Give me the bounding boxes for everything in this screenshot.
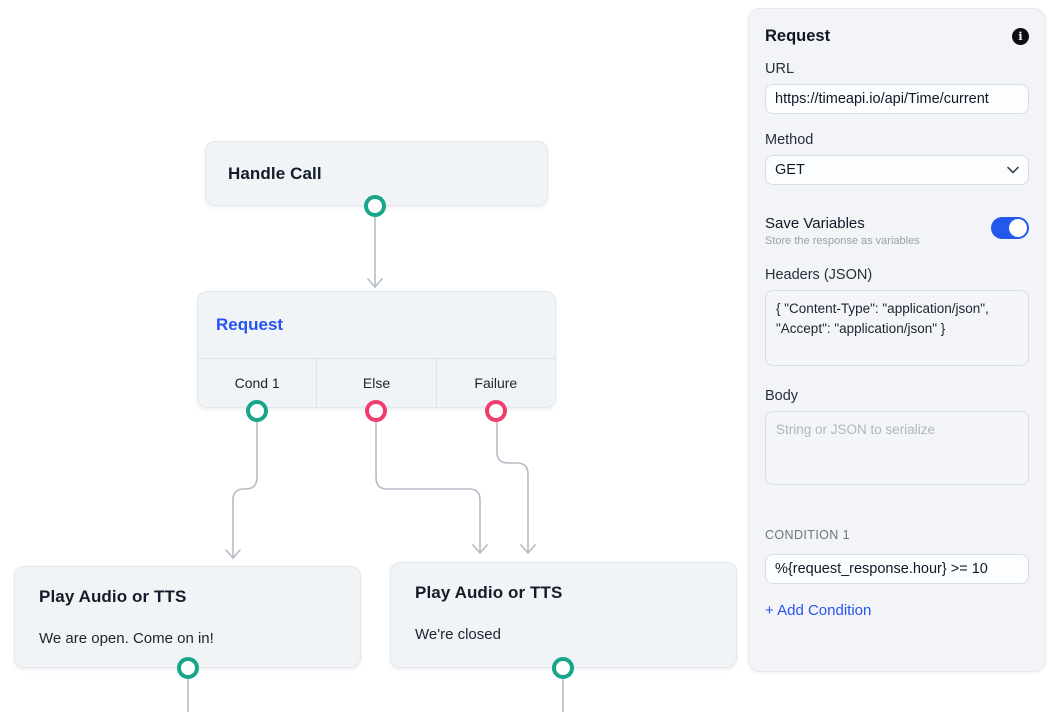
branch-else[interactable]: Else bbox=[316, 359, 435, 407]
branch-failure[interactable]: Failure bbox=[435, 359, 555, 407]
panel-title: Request bbox=[765, 27, 831, 45]
node-play-audio-closed[interactable]: Play Audio or TTS We're closed bbox=[390, 562, 737, 668]
node-play-audio-open[interactable]: Play Audio or TTS We are open. Come on i… bbox=[14, 566, 361, 668]
request-properties-panel: Request i URL Method GET Save Variables … bbox=[748, 8, 1046, 672]
save-variables-label: Save Variables bbox=[765, 215, 865, 232]
node-title: Handle Call bbox=[228, 163, 322, 183]
edge-else-closed bbox=[375, 421, 481, 554]
headers-textarea[interactable]: { "Content-Type": "application/json", "A… bbox=[765, 290, 1029, 366]
edge-cond1-open-arrow bbox=[225, 549, 241, 559]
method-label: Method bbox=[765, 132, 814, 148]
info-icon[interactable]: i bbox=[1012, 28, 1029, 45]
method-value: GET bbox=[775, 162, 805, 178]
add-condition-link[interactable]: + Add Condition bbox=[765, 602, 872, 619]
method-select[interactable]: GET bbox=[765, 155, 1029, 185]
edge-cond1-open bbox=[232, 421, 258, 559]
url-label: URL bbox=[765, 61, 795, 77]
node-subtitle: We are open. Come on in! bbox=[39, 630, 214, 647]
condition-1-input[interactable] bbox=[765, 554, 1029, 584]
node-subtitle: We're closed bbox=[415, 626, 501, 643]
headers-label: Headers (JSON) bbox=[765, 267, 873, 283]
edge-handlecall-request-arrow bbox=[367, 278, 383, 288]
branch-cond-1[interactable]: Cond 1 bbox=[234, 375, 280, 391]
node-title: Play Audio or TTS bbox=[415, 583, 563, 602]
branch-row: Cond 1 Else Failure bbox=[198, 359, 555, 407]
connector-cond-1[interactable] bbox=[246, 400, 268, 422]
node-title: Play Audio or TTS bbox=[39, 587, 187, 606]
body-label: Body bbox=[765, 388, 799, 404]
toggle-knob bbox=[1009, 219, 1027, 237]
connector-handle-call-out[interactable] bbox=[364, 195, 386, 217]
save-variables-toggle[interactable] bbox=[991, 217, 1029, 239]
edge-else-closed-arrow bbox=[472, 544, 488, 554]
connector-failure[interactable] bbox=[485, 400, 507, 422]
connector-open-out[interactable] bbox=[177, 657, 199, 679]
node-request[interactable]: Request Cond 1 Else Failure bbox=[197, 291, 556, 408]
chevron-down-icon bbox=[1007, 166, 1019, 174]
node-title: Request bbox=[198, 292, 555, 359]
connector-closed-out[interactable] bbox=[552, 657, 574, 679]
edge-failure-closed-arrow bbox=[520, 544, 536, 554]
connector-else[interactable] bbox=[365, 400, 387, 422]
save-variables-labels: Save Variables Store the response as var… bbox=[765, 215, 920, 247]
edge-failure-closed bbox=[496, 421, 529, 554]
condition-1-section-label: CONDITION 1 bbox=[765, 528, 850, 542]
url-input[interactable] bbox=[765, 84, 1029, 114]
body-textarea[interactable] bbox=[765, 411, 1029, 485]
save-variables-description: Store the response as variables bbox=[765, 235, 920, 247]
